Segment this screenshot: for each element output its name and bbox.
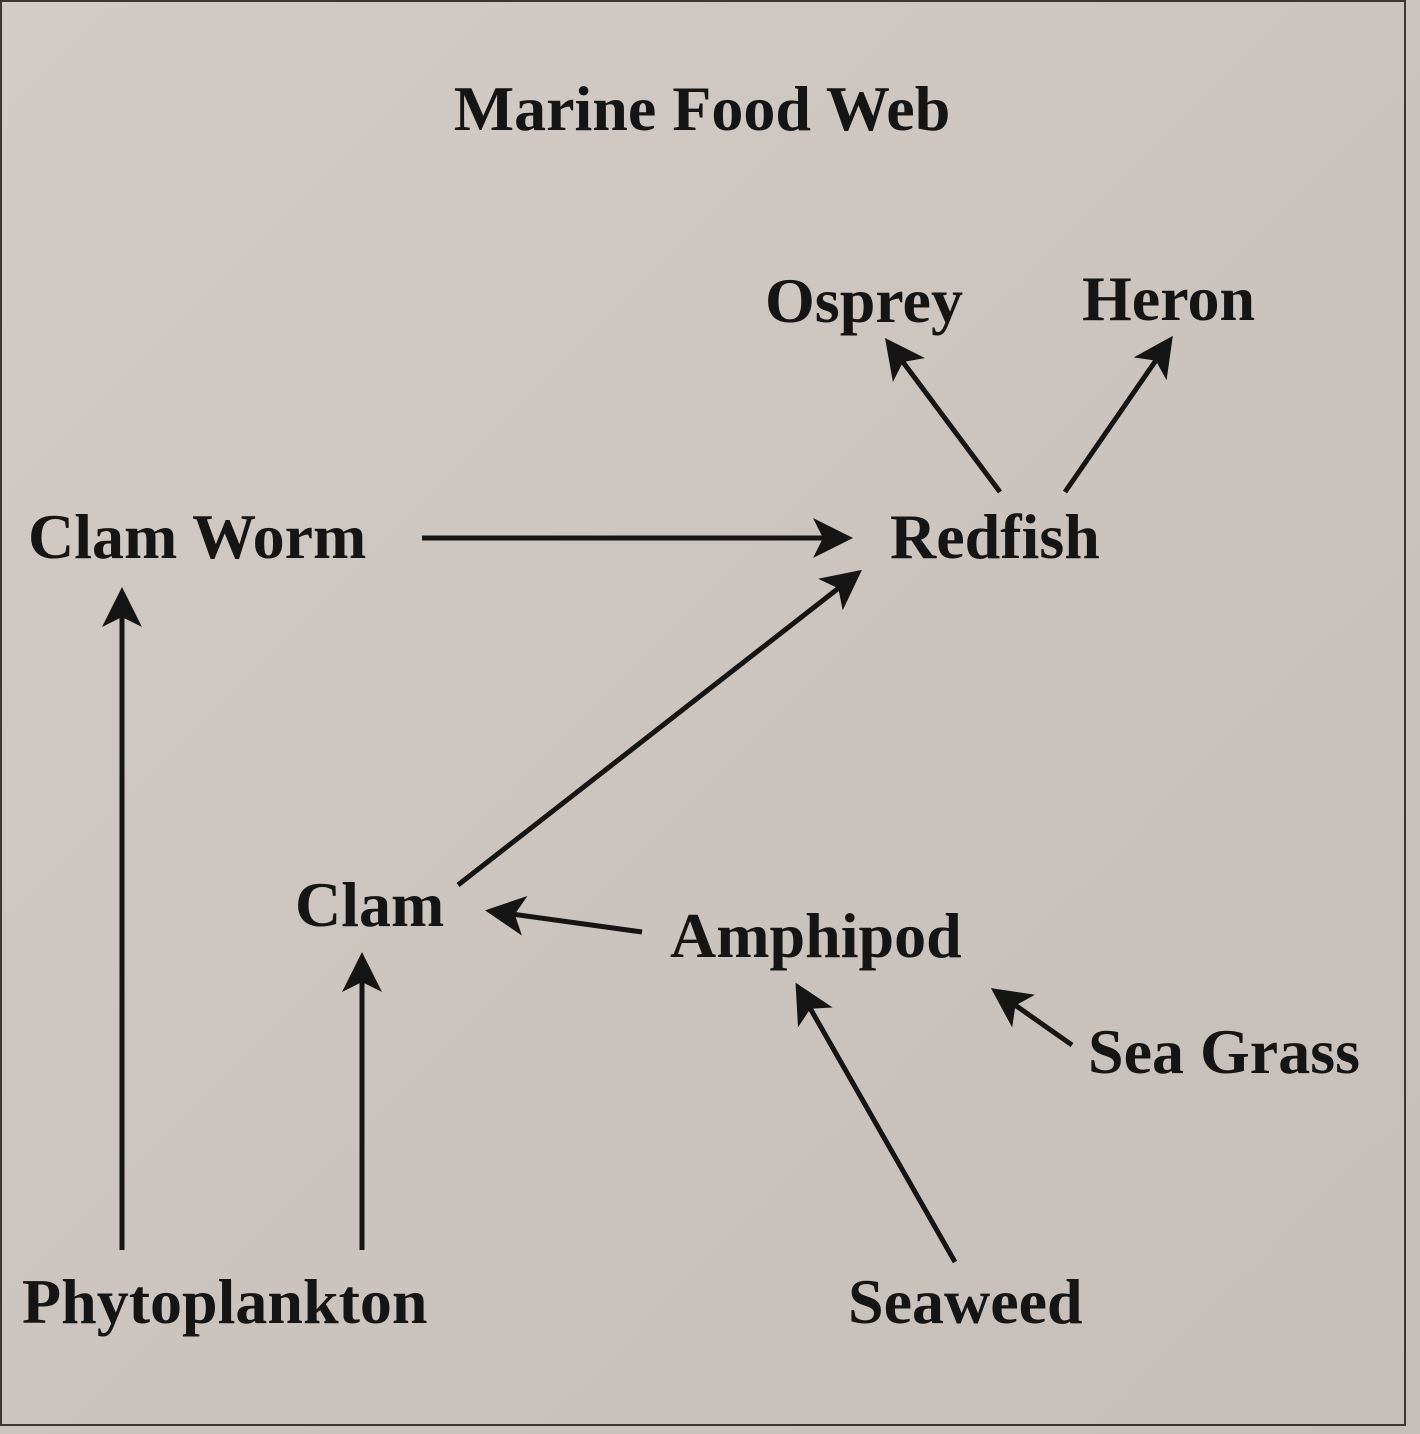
node-seaweed: Seaweed: [848, 1266, 1083, 1337]
node-sea-grass: Sea Grass: [1088, 1016, 1360, 1087]
arrow-sea-grass-to-amphipod: [990, 988, 1074, 1048]
arrow-clam-to-redfish: [456, 569, 862, 887]
arrow-seaweed-to-amphipod: [795, 982, 958, 1264]
node-amphipod: Amphipod: [670, 900, 962, 971]
diagram-title: Marine Food Web: [454, 73, 951, 144]
node-phytoplankton: Phytoplankton: [22, 1266, 427, 1337]
node-redfish: Redfish: [890, 501, 1100, 572]
arrow-redfish-to-osprey: [885, 337, 1003, 494]
arrow-redfish-to-heron: [1062, 335, 1173, 494]
edges: [102, 335, 1173, 1264]
node-clam: Clam: [295, 869, 444, 940]
node-clam-worm: Clam Worm: [28, 501, 366, 572]
node-osprey: Osprey: [765, 265, 963, 336]
arrow-amphipod-to-clam: [485, 895, 643, 936]
node-heron: Heron: [1082, 263, 1255, 334]
